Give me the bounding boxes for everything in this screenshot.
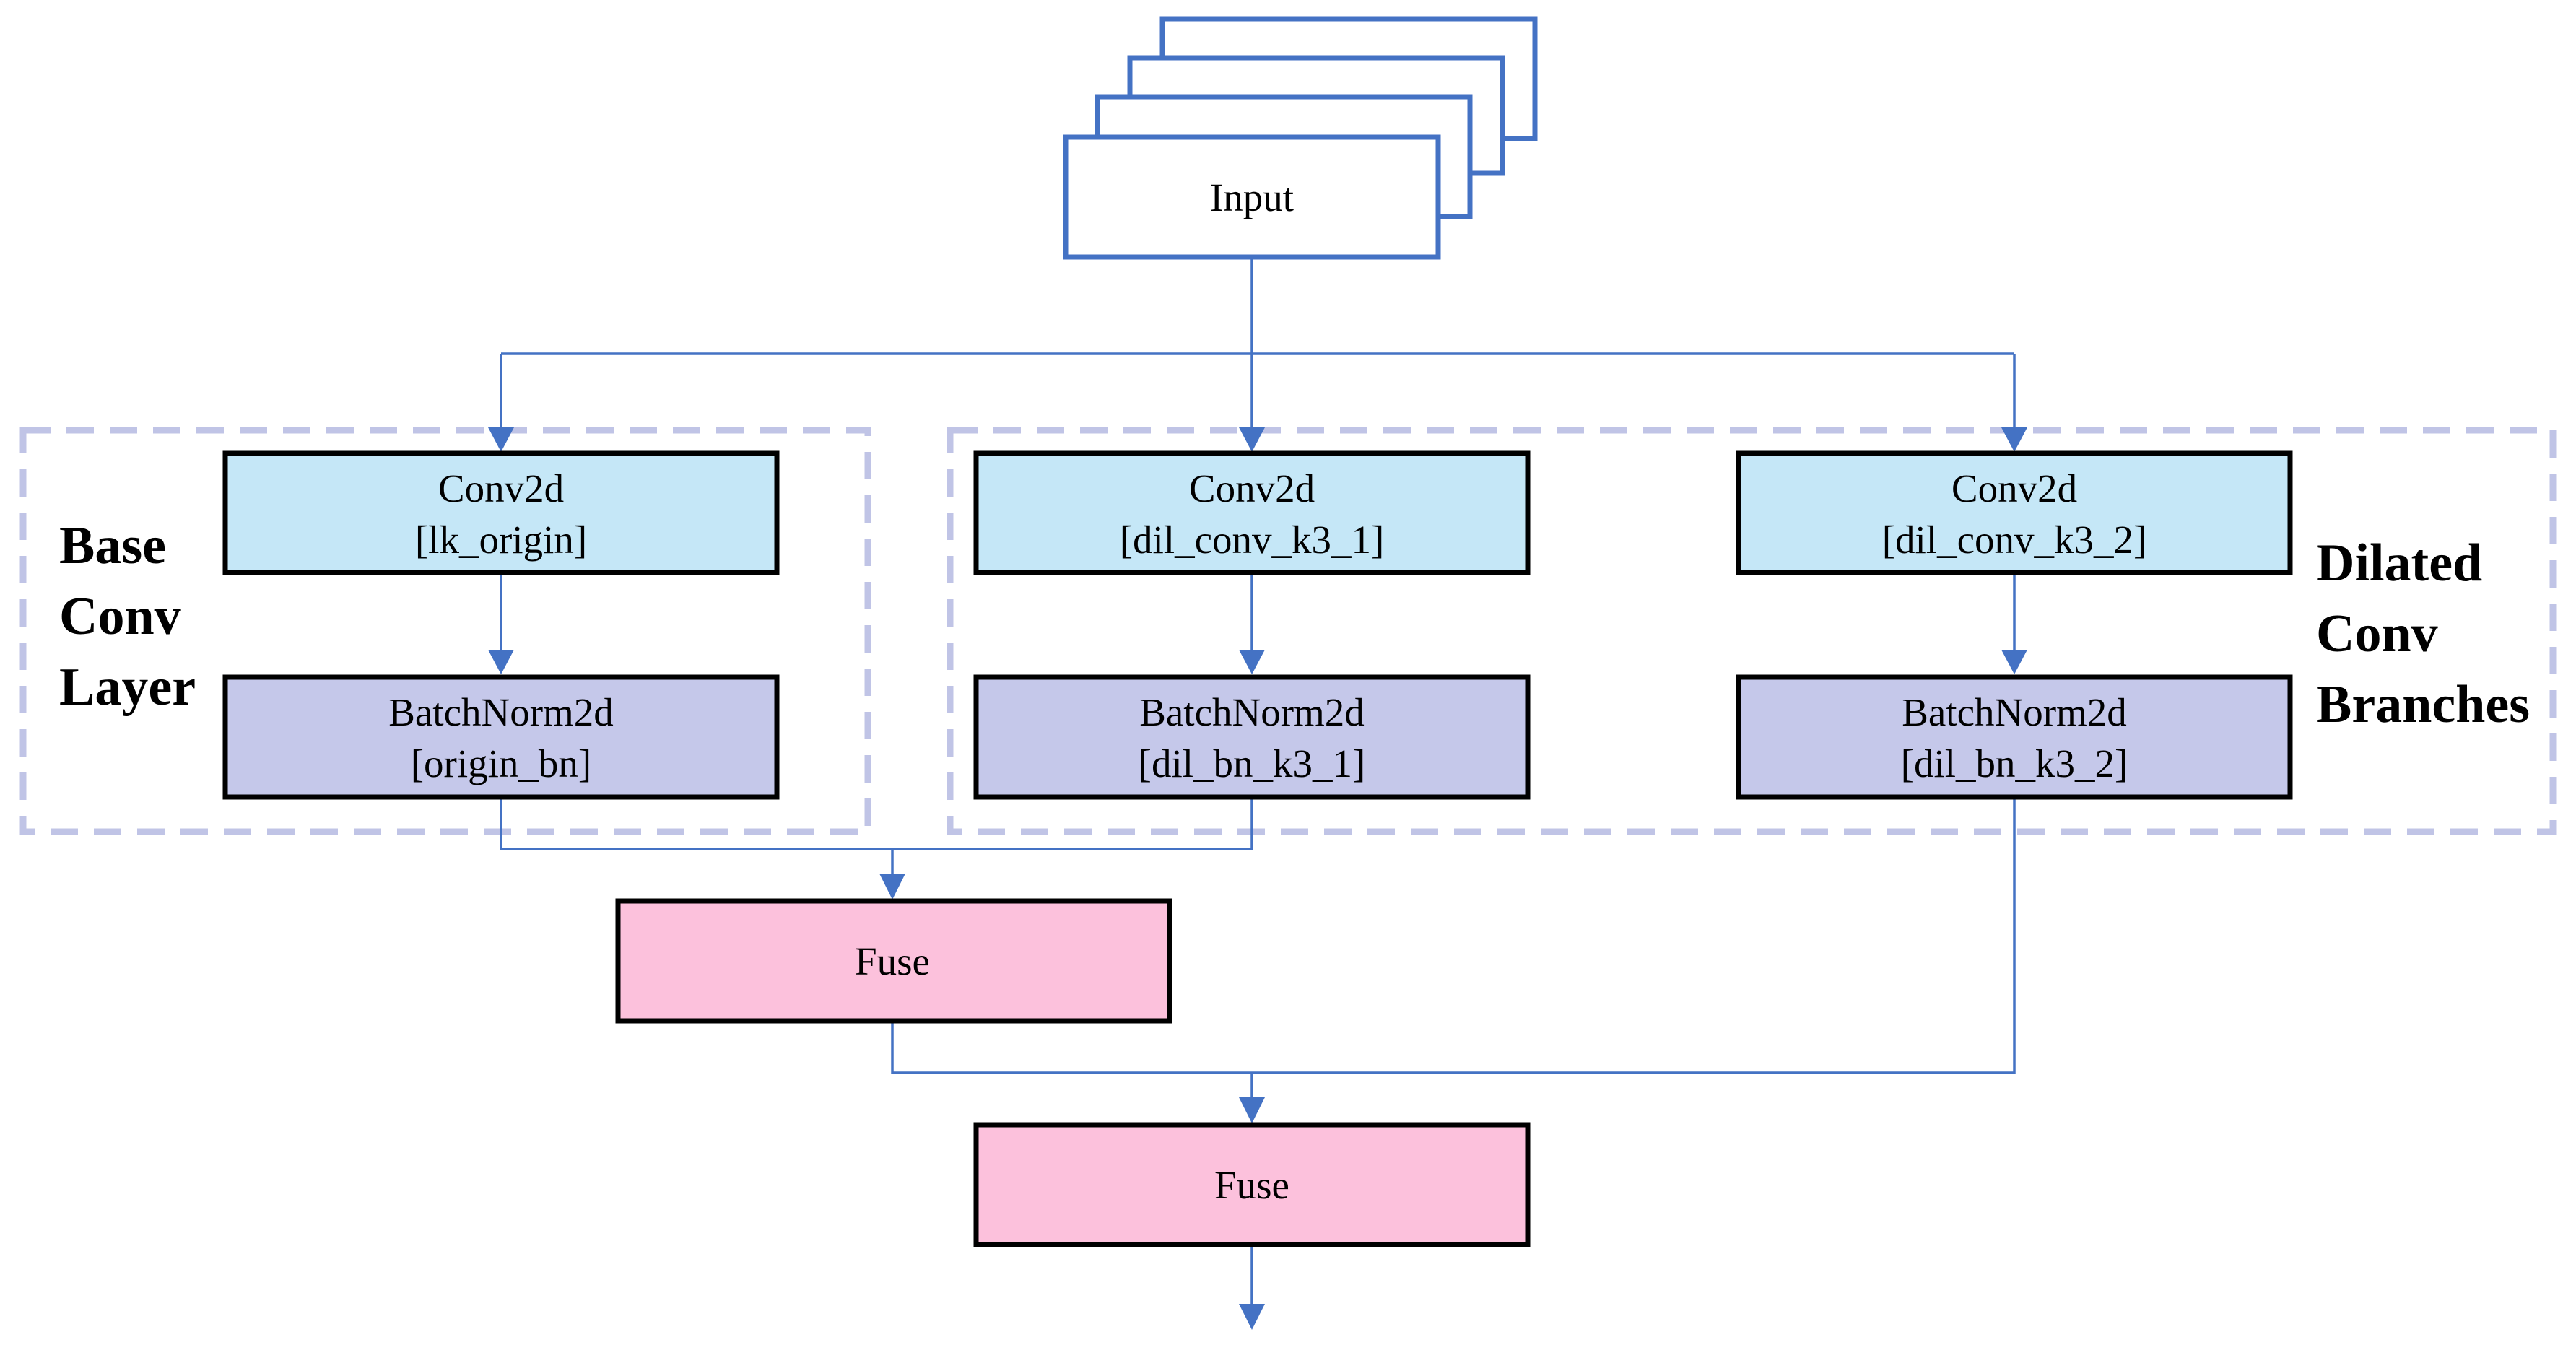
- input-stack: [1063, 16, 1538, 260]
- branch-3-bn-name: [dil_bn_k3_2]: [1901, 741, 2128, 785]
- branch-1-bn-title: BatchNorm2d: [388, 690, 614, 734]
- base-label-line-1: Base: [59, 516, 166, 575]
- base-conv-group-border: [19, 427, 871, 835]
- branch-2-conv-box: [973, 450, 1531, 575]
- fuse-2-box: [973, 1122, 1531, 1247]
- branch-2-conv-title: Conv2d: [1189, 466, 1315, 510]
- base-conv-group-label: Base Conv Layer: [59, 516, 196, 717]
- arrow-branch-1-bn: [488, 650, 514, 674]
- dilated-label-line-2: Conv: [2316, 604, 2438, 663]
- branch-2-bn-name: [dil_bn_k3_1]: [1139, 741, 1366, 785]
- branch-3-conv-name: [dil_conv_k3_2]: [1882, 518, 2147, 562]
- branch-1-bn-name: [origin_bn]: [411, 741, 592, 785]
- arrow-branch-1-conv: [488, 427, 514, 452]
- branch-3-bn-title: BatchNorm2d: [1902, 690, 2127, 734]
- connectors: [500, 257, 2016, 1304]
- branch-2-bn-box: [973, 674, 1531, 800]
- merge-2-line: [891, 797, 2016, 1074]
- fuse-1-label: Fuse: [855, 939, 930, 983]
- branch-1-bn-box: [222, 674, 780, 800]
- branch-3-conv-box: [1736, 450, 2293, 575]
- arrow-branch-3-bn: [2001, 650, 2027, 674]
- base-label-line-2: Conv: [59, 587, 181, 646]
- branch-3-bn-box: [1736, 674, 2293, 800]
- branch-2-bn-title: BatchNorm2d: [1139, 690, 1365, 734]
- arrow-branch-2-bn: [1239, 650, 1265, 674]
- arrow-output: [1239, 1304, 1265, 1330]
- arrowheads: [488, 427, 2027, 1330]
- branch-1-conv-name: [lk_origin]: [415, 518, 587, 562]
- dilated-label-line-1: Dilated: [2316, 534, 2482, 593]
- dilated-conv-group-label: Dilated Conv Branches: [2316, 534, 2530, 734]
- branch-3-conv-title: Conv2d: [1951, 466, 2077, 510]
- arrow-fuse-2: [1239, 1097, 1265, 1123]
- fuse-1-box: [615, 898, 1172, 1024]
- input-label: Input: [1210, 175, 1294, 219]
- base-label-line-3: Layer: [59, 658, 196, 717]
- merge-1-line: [500, 797, 1253, 850]
- dilated-label-line-3: Branches: [2316, 675, 2530, 734]
- arrow-fuse-1: [879, 874, 905, 900]
- input-box: [1063, 134, 1441, 260]
- arrow-branch-2-conv: [1239, 427, 1265, 452]
- branch-1-conv-title: Conv2d: [438, 466, 564, 510]
- arrow-branch-3-conv: [2001, 427, 2027, 452]
- dilated-conv-group-border: [947, 427, 2557, 835]
- fuse-2-label: Fuse: [1214, 1163, 1289, 1207]
- branch-1-conv-box: [222, 450, 780, 575]
- branch-2-conv-name: [dil_conv_k3_1]: [1120, 518, 1385, 562]
